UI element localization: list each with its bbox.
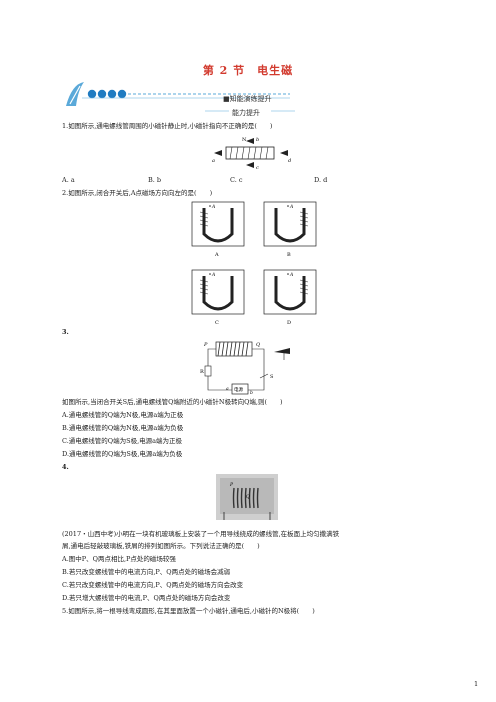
q4-figure: P Q <box>216 474 278 520</box>
q3-option-d: D.通电螺线管的Q端为S极,电源a端为负极 <box>62 450 183 458</box>
q4-number: 4. <box>62 463 69 471</box>
q1-option-a: A. a <box>62 176 75 184</box>
q4-option-c: C.若只改变螺线管中的电流方向,P、Q两点处的磁场方向会改变 <box>62 581 244 589</box>
q3-option-c: C.通电螺线管的Q端为S极,电源a端为正极 <box>62 437 183 445</box>
q2-stem: 2.如图所示,闭合开关后,A点磁场方向向左的是( ) <box>62 189 213 197</box>
q2-figure-a: A A <box>191 201 245 258</box>
svg-text:B: B <box>287 252 291 258</box>
q4-option-b: B.若只改变螺线管中的电流方向,P、Q两点处的磁场会减弱 <box>62 568 231 576</box>
q2-figure-d: A D <box>263 269 317 326</box>
q3-stem: 如图所示,当闭合开关S后,通电螺线管Q端附近的小磁针N极转向Q端,则( ) <box>62 398 283 406</box>
q3-label-a: a <box>226 387 229 392</box>
q4-label-q: Q <box>246 494 250 500</box>
q4-option-d: D.若只增大螺线管中的电流,P、Q两点处的磁场方向会改变 <box>62 594 231 602</box>
page-title: 第 2 节 电生磁 <box>202 64 294 77</box>
subsection-heading: 能力提升 <box>232 109 260 117</box>
q2-figure-b: A B <box>263 201 317 258</box>
svg-text:A: A <box>289 204 294 210</box>
svg-text:A: A <box>214 252 219 258</box>
section-banner-graphic <box>66 82 290 106</box>
q3-label-s: S <box>270 374 274 380</box>
q1-option-d: D. d <box>314 176 328 184</box>
q3-option-a: A.通电螺线管的Q端为N极,电源a端为正极 <box>62 411 184 419</box>
q3-number: 3. <box>62 328 69 336</box>
svg-text:c: c <box>256 165 259 171</box>
svg-text:N: N <box>242 137 247 143</box>
q3-option-b: B.通电螺线管的Q端为N极,电源a端为负极 <box>62 424 184 432</box>
q3-label-p: P <box>203 342 208 348</box>
q1-option-c: C. c <box>230 176 243 184</box>
q1-option-b: B. b <box>148 176 162 184</box>
q5-stem: 5.如图所示,将一根导线弯成圆形,在其里面放置一个小磁针,通电后,小磁针的N极将… <box>62 607 315 615</box>
q4-option-a: A.图中P、Q两点相比,P点处的磁场较强 <box>62 555 176 563</box>
svg-text:a: a <box>212 158 215 164</box>
q3-label-r: R <box>200 369 204 375</box>
svg-text:A: A <box>211 204 216 210</box>
svg-text:C: C <box>215 320 219 326</box>
subsection-rule <box>205 110 295 112</box>
q2-figure-c: A C <box>191 269 245 326</box>
svg-text:D: D <box>287 320 291 326</box>
q4-stem-line1: (2017・山西中考)小明在一块有机玻璃板上安装了一个用导线绕成的螺线管,在板面… <box>62 530 340 538</box>
svg-text:A: A <box>289 272 294 278</box>
q4-label-p: P <box>229 482 234 488</box>
section-heading: ■知能演练提升 <box>223 95 272 103</box>
q3-label-power: 电源 <box>234 386 243 393</box>
q3-label-q: Q <box>256 342 260 348</box>
svg-text:b: b <box>256 137 259 143</box>
q3-figure: P Q S R a b 电源 <box>200 341 290 396</box>
q1-stem: 1.如图所示,通电螺线管周围的小磁针静止时,小磁针指向不正确的是( ) <box>62 122 273 130</box>
svg-text:d: d <box>288 158 291 164</box>
q3-label-b: b <box>250 390 253 396</box>
q1-figure: a d b c N <box>212 137 291 171</box>
page-number: 1 <box>474 680 479 688</box>
svg-text:A: A <box>211 272 216 278</box>
q4-stem-line2: 屑,通电后轻敲玻璃板,铁屑的排列如图所示。下列说法正确的是( ) <box>62 542 260 550</box>
